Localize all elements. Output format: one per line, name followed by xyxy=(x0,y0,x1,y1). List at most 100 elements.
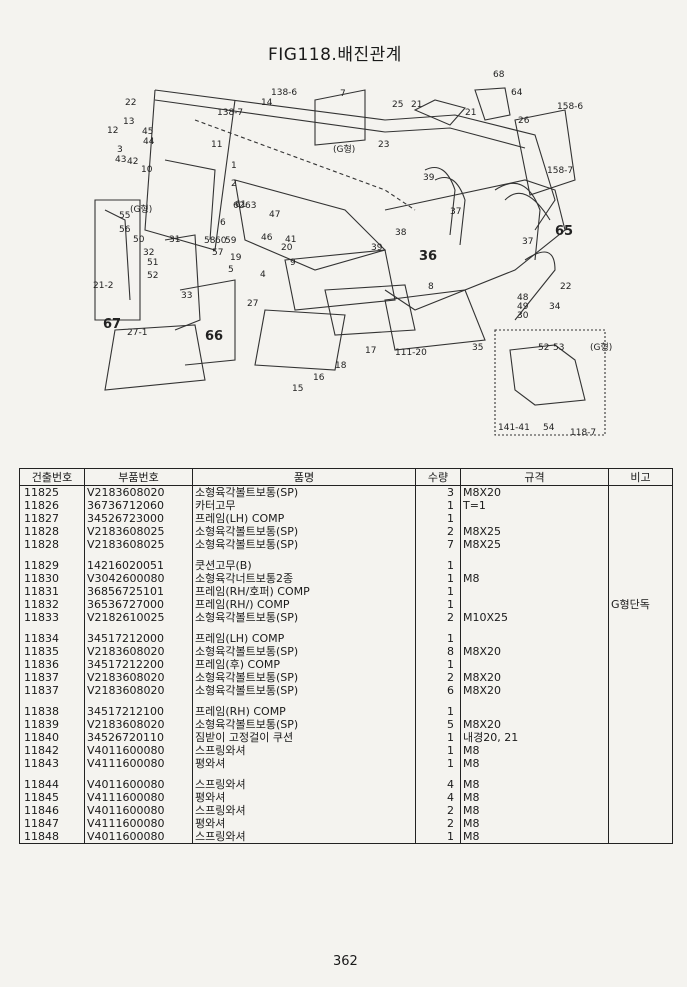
cell-spec: M8X20 xyxy=(460,671,609,684)
callout: 32 xyxy=(143,248,154,258)
callout: 27 xyxy=(247,299,258,309)
cell-part: 36736712060 xyxy=(84,499,193,512)
cell-spec: M8X20 xyxy=(460,645,609,658)
cell-note xyxy=(608,817,673,830)
table-cell xyxy=(192,697,416,705)
callout: 21-2 xyxy=(93,281,113,291)
callout: 4 xyxy=(260,270,266,280)
table-spacer-row xyxy=(19,551,673,559)
cell-spec xyxy=(460,705,609,718)
table-cell xyxy=(84,624,193,632)
cell-note xyxy=(608,538,673,551)
callout: 62 xyxy=(233,201,244,211)
callout: 1 xyxy=(231,161,237,171)
callout: 8 xyxy=(428,282,434,292)
cell-qty: 2 xyxy=(415,817,461,830)
cell-qty: 1 xyxy=(415,499,461,512)
exploded-parts-diagram: 22 13 12 45 44 3 43 42 11 10 138-6 14 13… xyxy=(85,60,645,455)
callout: 138-7 xyxy=(217,108,243,118)
cell-qty: 1 xyxy=(415,632,461,645)
cell-note xyxy=(608,525,673,538)
callout: 51 xyxy=(147,258,158,268)
cell-seq: 11839 xyxy=(19,718,85,731)
cell-name: 스프링와셔 xyxy=(192,744,416,757)
cell-note xyxy=(608,572,673,585)
table-cell xyxy=(608,624,673,632)
cell-qty: 2 xyxy=(415,525,461,538)
cell-part: V4011600080 xyxy=(84,804,193,817)
cell-note xyxy=(608,684,673,697)
table-header-row: 건출번호 부품번호 품명 수량 규격 비고 xyxy=(19,468,673,486)
cell-qty: 2 xyxy=(415,611,461,624)
cell-name: 프레임(RH/호퍼) COMP xyxy=(192,585,416,598)
callout: 52 xyxy=(538,343,549,353)
cell-spec: M8 xyxy=(460,757,609,770)
cell-spec xyxy=(460,632,609,645)
cell-note xyxy=(608,705,673,718)
table-spacer-row xyxy=(19,624,673,632)
cell-seq: 11846 xyxy=(19,804,85,817)
callout: 5 xyxy=(228,265,234,275)
cell-qty: 1 xyxy=(415,731,461,744)
cell-spec: M8X20 xyxy=(460,718,609,731)
callout: 61 xyxy=(235,200,246,210)
cell-part: V3042600080 xyxy=(84,572,193,585)
callout: 46 xyxy=(261,233,273,243)
callout: 67 xyxy=(103,317,121,332)
cell-note xyxy=(608,830,673,844)
cell-seq: 11844 xyxy=(19,778,85,791)
cell-seq: 11838 xyxy=(19,705,85,718)
cell-part: V2183608020 xyxy=(84,718,193,731)
figure-title: FIG118.배진관계 xyxy=(268,45,402,65)
callout: 68 xyxy=(493,70,505,80)
cell-part: 36536727000 xyxy=(84,598,193,611)
table-cell xyxy=(415,624,461,632)
cell-name: 프레임(RH) COMP xyxy=(192,705,416,718)
cell-spec xyxy=(460,598,609,611)
cell-seq: 11827 xyxy=(19,512,85,525)
diagram-linework xyxy=(94,87,606,436)
cell-seq: 11843 xyxy=(19,757,85,770)
cell-part: V4111600080 xyxy=(84,791,193,804)
cell-seq: 11825 xyxy=(19,485,85,499)
cell-spec: M10X25 xyxy=(460,611,609,624)
callout: 37 xyxy=(450,207,461,217)
cell-qty: 3 xyxy=(415,485,461,499)
cell-spec: M8 xyxy=(460,817,609,830)
cell-spec: M8X20 xyxy=(460,485,609,499)
callout: 34 xyxy=(549,302,561,312)
cell-part: 34526720110 xyxy=(84,731,193,744)
cell-note xyxy=(608,671,673,684)
cell-seq: 11848 xyxy=(19,830,85,844)
table-cell xyxy=(192,551,416,559)
cell-spec: M8X20 xyxy=(460,684,609,697)
cell-part: V2183608025 xyxy=(84,538,193,551)
callout: (G형) xyxy=(333,144,355,155)
cell-name: 짐받이 고정걸이 쿠션 xyxy=(192,731,416,744)
table-cell xyxy=(460,624,609,632)
cell-part: V4111600080 xyxy=(84,817,193,830)
table-cell xyxy=(608,770,673,778)
cell-seq: 11835 xyxy=(19,645,85,658)
callout: 43 xyxy=(115,155,126,165)
cell-name: 프레임(LH) COMP xyxy=(192,512,416,525)
cell-note xyxy=(608,632,673,645)
cell-name: 소형육각볼트보통(SP) xyxy=(192,538,416,551)
cell-name: 평와셔 xyxy=(192,757,416,770)
cell-qty: 2 xyxy=(415,671,461,684)
cell-part: V2183608020 xyxy=(84,671,193,684)
table-cell xyxy=(415,697,461,705)
cell-part: V2182610025 xyxy=(84,611,193,624)
cell-note xyxy=(608,645,673,658)
cell-seq: 11834 xyxy=(19,632,85,645)
table-cell xyxy=(192,770,416,778)
callout: 111-20 xyxy=(395,348,427,358)
col-header-qty: 수량 xyxy=(415,468,461,486)
callout: 64 xyxy=(511,88,523,98)
